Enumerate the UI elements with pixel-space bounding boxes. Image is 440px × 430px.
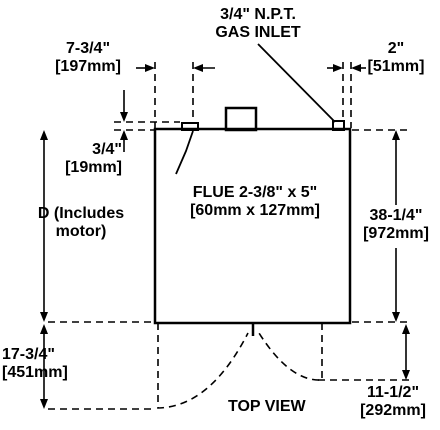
flue-metric: [60mm x 127mm] — [190, 202, 320, 219]
gas-inlet-size: 3/4" N.P.T. — [220, 6, 296, 23]
door-swing-right — [258, 323, 323, 381]
gas-inlet-label: 3/4" N.P.T. GAS INLET — [186, 6, 330, 42]
dim-door-left-metric: [451mm] — [2, 364, 68, 381]
dim-right-top-metric: [51mm] — [367, 58, 425, 75]
dim-height-imperial: 38-1/4" — [369, 207, 423, 224]
dim-flue-offset-metric: [19mm] — [65, 159, 122, 176]
gas-inlet-text: GAS INLET — [215, 24, 301, 41]
gas-inlet-leader — [257, 43, 336, 123]
dim-flue-offset-label: 3/4" [19mm] — [30, 141, 122, 177]
flue-label: FLUE 2-3/8" x 5" [60mm x 127mm] — [160, 184, 350, 220]
dim-depth-label: D (Includes motor) — [6, 205, 156, 241]
dim-height-metric: [972mm] — [363, 225, 429, 242]
dim-door-right-imperial: 11-1/2" — [366, 384, 420, 401]
dim-left-top-label: 7-3/4" [197mm] — [36, 40, 140, 76]
dim-left-top-metric: [197mm] — [55, 58, 121, 75]
dim-right-top-imperial: 2" — [387, 40, 405, 57]
cabinet-outline — [153, 127, 352, 325]
flue-outlet — [181, 122, 199, 131]
flue-leader — [175, 130, 194, 175]
dim-door-right-metric: [292mm] — [360, 402, 426, 419]
dim-depth-line2: motor) — [55, 223, 107, 240]
dim-flue-offset-imperial: 3/4" — [92, 141, 122, 158]
motor-box — [224, 106, 258, 132]
dim-door-left-label: 17-3/4" [451mm] — [2, 346, 102, 382]
door-swing-left — [157, 323, 249, 409]
dim-door-left-imperial: 17-3/4" — [2, 346, 55, 363]
dim-door-right-label: 11-1/2" [292mm] — [346, 384, 440, 420]
dim-height-label: 38-1/4" [972mm] — [352, 207, 440, 243]
dim-left-top-imperial: 7-3/4" — [65, 40, 111, 57]
dim-depth-line1: D (Includes — [37, 205, 125, 222]
flue-size: FLUE 2-3/8" x 5" — [192, 184, 318, 201]
view-label: TOP VIEW — [228, 398, 306, 415]
dim-right-top-label: 2" [51mm] — [354, 40, 438, 76]
gas-inlet-stub — [332, 120, 345, 131]
